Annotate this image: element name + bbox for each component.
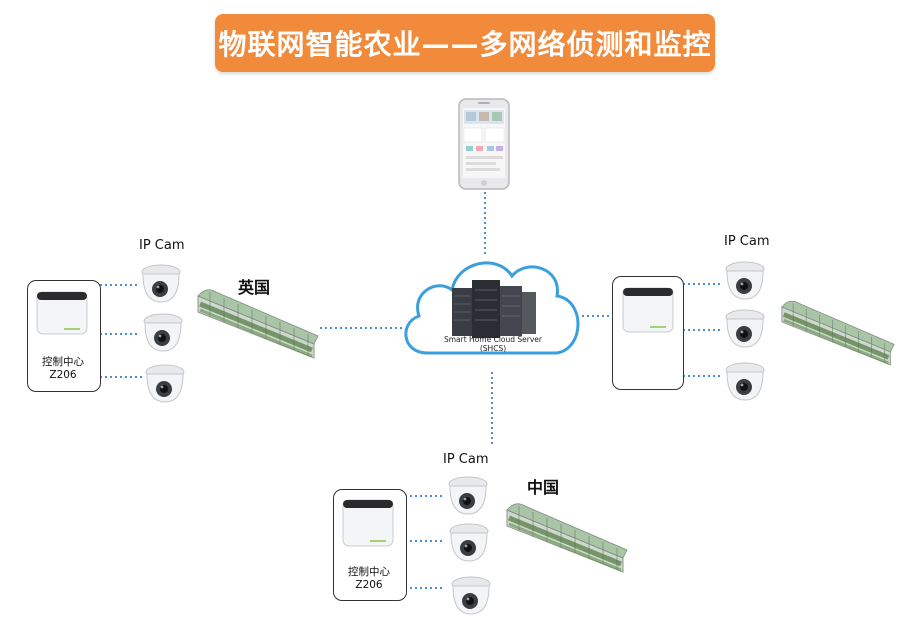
dome-camera-icon (138, 262, 184, 306)
dome-camera-icon (722, 259, 768, 303)
ip-cam-label: IP Cam (443, 452, 489, 467)
controller-model: Z206 (27, 369, 99, 382)
controller-name: 控制中心 (333, 566, 405, 579)
country-label-china: 中国 (527, 474, 559, 498)
ip-cam-label: IP Cam (724, 234, 770, 249)
router-icon (34, 289, 90, 339)
left-controller-label: 控制中心 Z206 (27, 356, 99, 382)
controller-name: 控制中心 (27, 356, 99, 369)
greenhouse-icon (780, 296, 896, 374)
greenhouse-icon (196, 286, 320, 366)
dome-camera-icon (142, 362, 188, 406)
router-icon (340, 497, 396, 551)
cloud-server-icon (397, 248, 587, 373)
dome-camera-icon (445, 474, 491, 518)
dome-camera-icon (140, 311, 186, 355)
server-abbr: (SHCS) (431, 344, 555, 353)
ip-cam-label: IP Cam (139, 238, 185, 253)
dome-camera-icon (722, 360, 768, 404)
server-label: Smart Home Cloud Server (SHCS) (431, 335, 555, 353)
dome-camera-icon (722, 307, 768, 351)
smartphone-icon (458, 98, 510, 190)
bottom-controller-label: 控制中心 Z206 (333, 566, 405, 592)
dome-camera-icon (448, 574, 494, 618)
server-name: Smart Home Cloud Server (431, 335, 555, 344)
greenhouse-icon (505, 500, 629, 580)
dome-camera-icon (446, 521, 492, 565)
router-icon (620, 285, 676, 337)
controller-model: Z206 (333, 579, 405, 592)
page-title: 物联网智能农业——多网络侦测和监控 (215, 14, 715, 72)
